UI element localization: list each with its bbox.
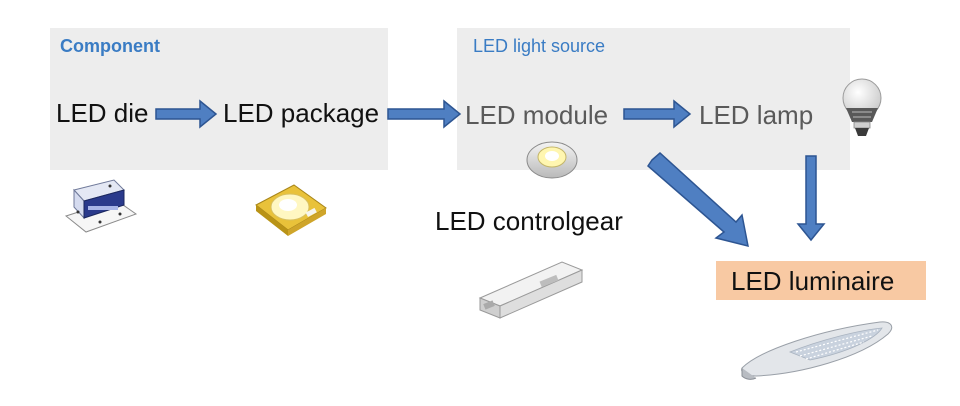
arrow-lamp-to-luminaire — [796, 155, 826, 242]
light-source-group: LED light source — [457, 28, 850, 170]
luminaire-highlight — [716, 261, 926, 300]
node-led-die: LED die — [56, 98, 149, 128]
arrow-package-to-module — [387, 99, 462, 129]
arrow-die-to-package — [155, 99, 218, 129]
led-controlgear-icon — [478, 261, 584, 319]
node-led-module: LED module — [465, 100, 609, 130]
component-group: Component — [50, 28, 388, 170]
arrow-module-to-lamp — [623, 99, 692, 129]
node-led-lamp: LED lamp — [699, 100, 814, 130]
led-die-icon — [64, 179, 138, 233]
led-package-icon — [255, 184, 327, 236]
led-lamp-bulb-icon — [842, 78, 882, 136]
node-led-package: LED package — [223, 98, 380, 128]
light-source-group-title: LED light source — [473, 36, 606, 56]
component-group-title: Component — [60, 36, 160, 56]
led-luminaire-streetlight-icon — [741, 321, 893, 380]
node-led-controlgear: LED controlgear — [435, 206, 623, 236]
led-module-icon — [526, 141, 578, 179]
arrow-module-to-luminaire — [647, 151, 749, 248]
node-led-luminaire: LED luminaire — [731, 266, 895, 296]
